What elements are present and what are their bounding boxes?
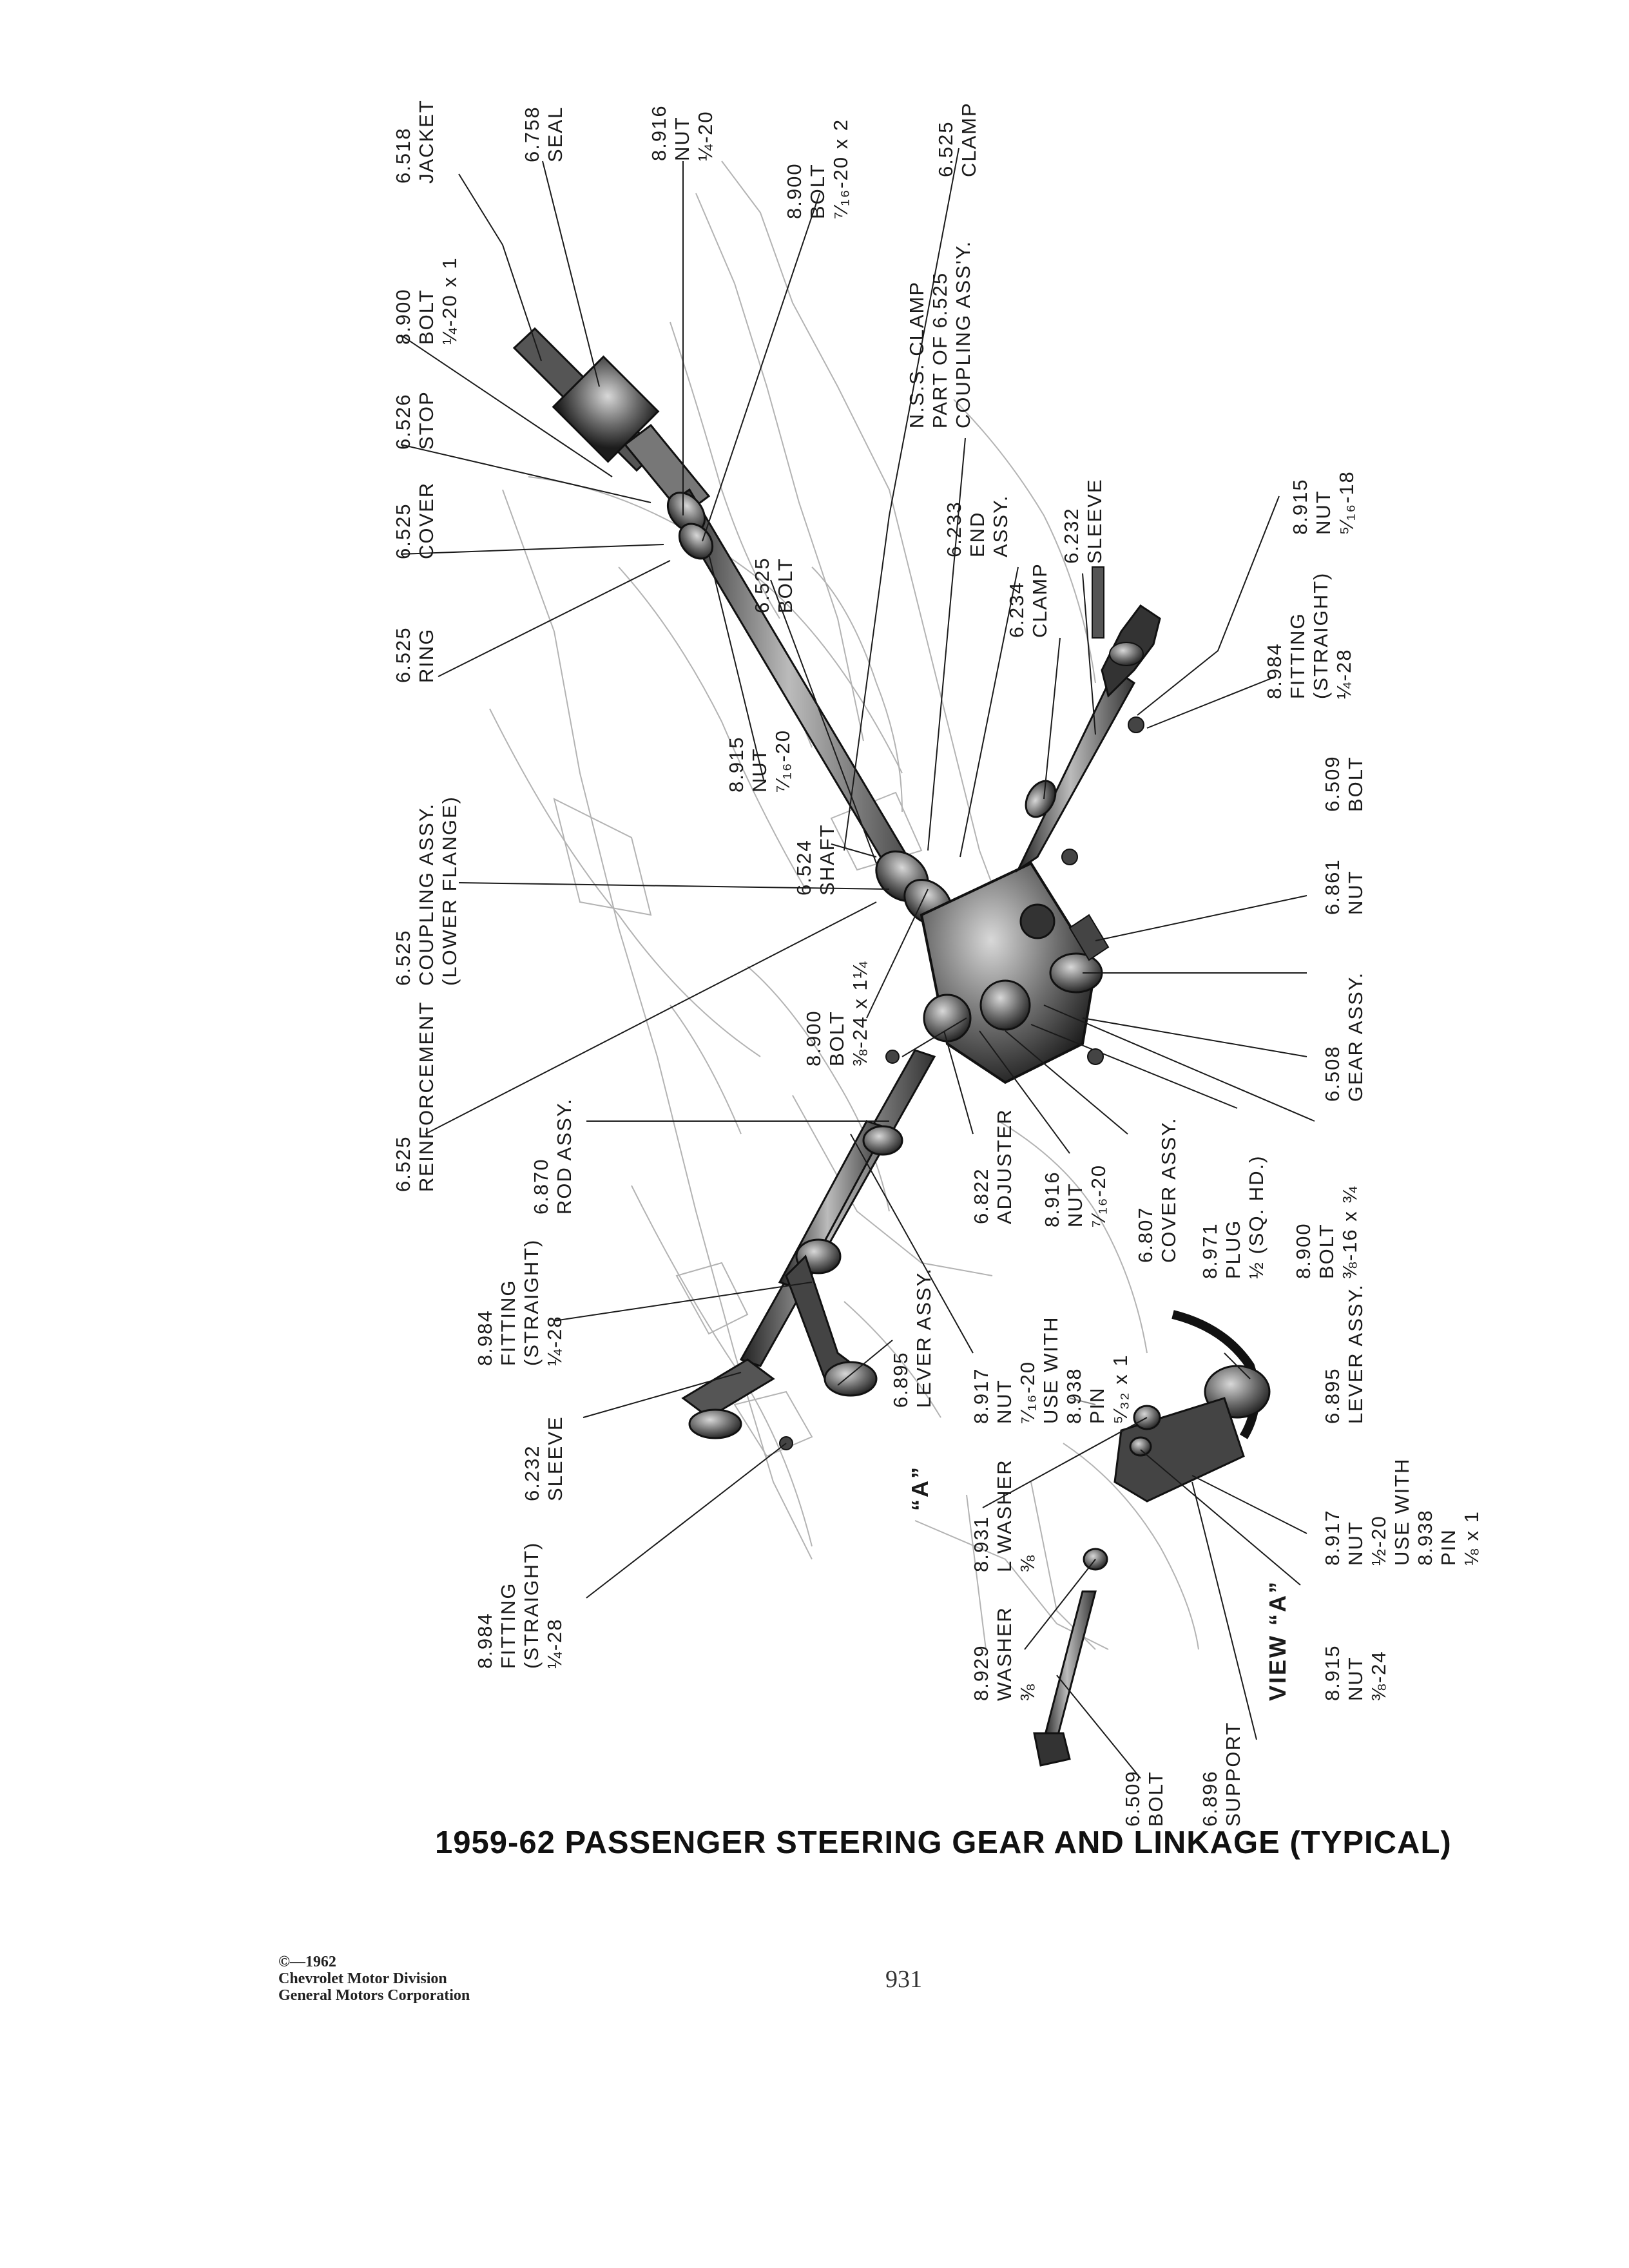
fasteners [885,849,1104,1065]
page-title: 1959-62 PASSENGER STEERING GEAR AND LINK… [435,1825,1452,1860]
right-tie-rod [1016,566,1161,873]
left-linkage [681,1049,936,1450]
steering-gear-box [875,850,1110,1084]
leader-lines [400,148,1315,1779]
steering-column [512,327,936,917]
view-a-marker: “A” [907,1465,933,1511]
page-number: 931 [885,1966,922,1993]
copyright-notice: ©—1962 Chevrolet Motor Division General … [278,1954,470,2004]
frame-sketch [489,160,1199,1650]
view-a-title: VIEW “A” [1264,1579,1291,1701]
